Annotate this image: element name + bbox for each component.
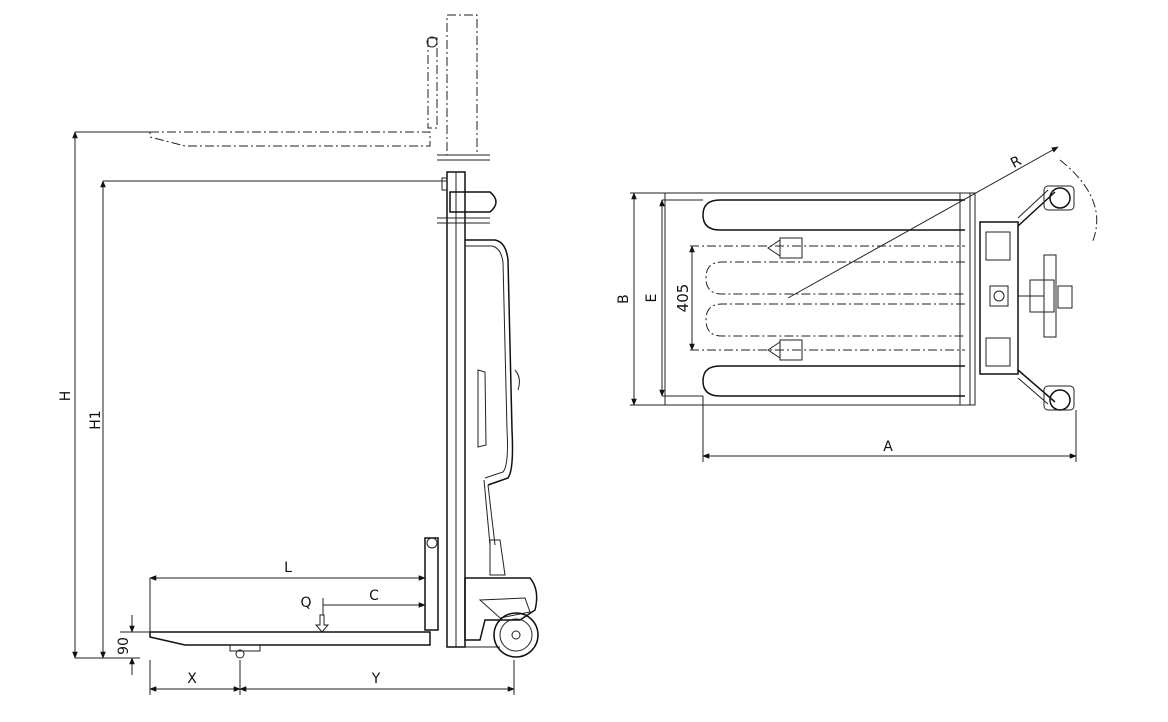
label-Q: Q <box>300 595 311 611</box>
load-roller-top <box>767 237 803 259</box>
dimension-Y: Y <box>239 660 515 695</box>
down-arrow-icon <box>314 614 330 633</box>
label-Y: Y <box>371 671 381 687</box>
label-405: 405 <box>674 284 692 313</box>
label-C: C <box>369 588 379 604</box>
chassis <box>979 221 1073 375</box>
fork-inner-bottom <box>705 303 965 337</box>
dimension-fork-height: 90 <box>116 615 150 675</box>
top-view: R B E 405 A <box>616 146 1098 462</box>
wheel <box>493 612 539 658</box>
dimension-E: E <box>644 199 703 397</box>
fork-outer-top <box>702 199 965 231</box>
steer-wheel-top <box>1017 185 1075 227</box>
dimension-A: A <box>702 396 1077 462</box>
dimension-X: X <box>149 660 241 695</box>
side-view: H H1 L C Q 90 <box>58 14 539 695</box>
turning-radius-arc <box>1059 159 1098 244</box>
dimension-H: H <box>58 131 150 659</box>
label-L: L <box>284 560 292 576</box>
dimension-inner-width: 405 <box>674 245 695 351</box>
radius-line <box>787 146 1059 299</box>
label-H: H <box>58 391 74 402</box>
label-X: X <box>187 671 197 687</box>
fork-lowered <box>149 537 439 659</box>
dimension-B: B <box>616 192 665 406</box>
base-wheel <box>464 539 539 658</box>
fork-outer-bottom <box>702 365 965 397</box>
dimension-C: C <box>322 588 426 615</box>
steer-wheel-bottom <box>1017 369 1075 411</box>
handle <box>465 239 520 546</box>
label-A: A <box>883 439 893 455</box>
mast <box>437 171 497 648</box>
fork-inner-top <box>705 261 965 295</box>
dimension-H1: H1 <box>88 180 447 659</box>
label-R: R <box>1008 153 1024 172</box>
label-H1: H1 <box>88 410 104 429</box>
label-E: E <box>644 294 660 303</box>
dimension-L: L <box>149 560 426 581</box>
mast-extended <box>149 14 490 161</box>
load-Q: Q <box>300 595 330 633</box>
label-B: B <box>616 294 632 304</box>
label-90: 90 <box>116 637 132 655</box>
